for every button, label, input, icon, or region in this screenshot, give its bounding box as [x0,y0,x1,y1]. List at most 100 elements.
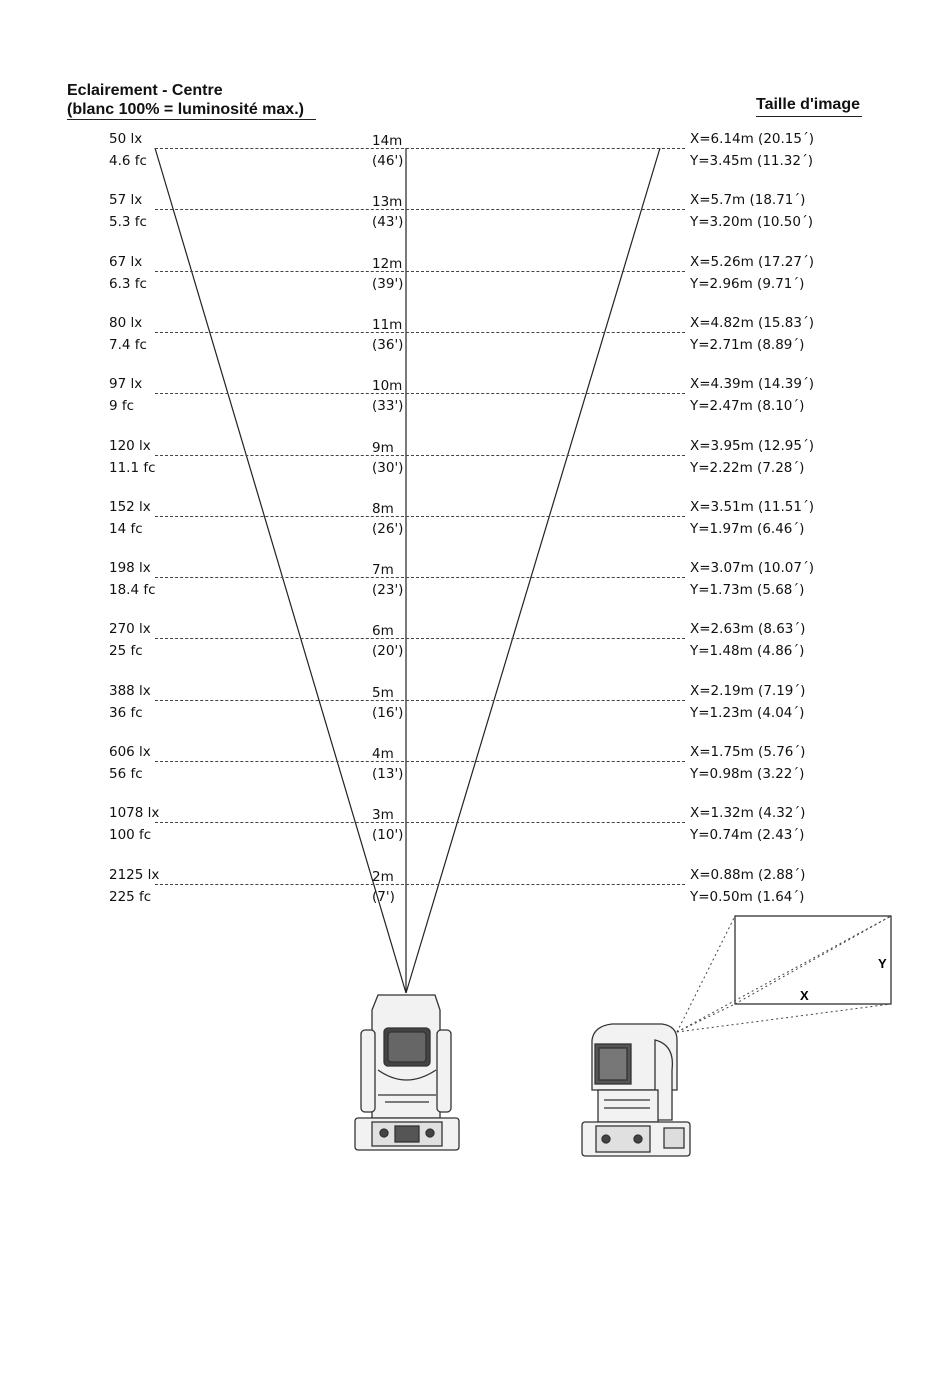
distance-row: 152 lx 14 fc 8m (26') X=3.51m (11.51´) Y=1.97… [0,499,950,561]
footcandle-value: 11.1 fc [109,459,156,476]
image-width-x: X=4.82m (15.83´) [690,314,814,331]
fixture-front-view-icon [354,994,460,1151]
image-height-y: Y=3.20m (10.50´) [690,214,813,231]
lux-value: 80 lx [109,314,143,331]
x-axis-label: X [800,988,809,1003]
distance-row: 67 lx 6.3 fc 12m (39') X=5.26m (17.27´) Y=2.9… [0,254,950,316]
lux-value: 270 lx [109,621,151,638]
image-height-y: Y=2.71m (8.89´) [690,336,805,353]
footcandle-value: 225 fc [109,888,152,905]
image-width-x: X=5.26m (17.27´) [690,253,814,270]
image-height-y: Y=1.97m (6.46´) [690,520,805,537]
distance-guide-line [155,148,685,149]
distance-guide-line [155,209,685,211]
distance-row: 388 lx 36 fc 5m (16') X=2.19m (7.19´) Y=1.23m… [0,683,950,745]
image-width-x: X=5.7m (18.71´) [690,192,806,209]
distance-guide-line [155,515,685,517]
distance-feet: (30') [372,459,404,476]
distance-guide-line [155,699,685,701]
distance-meters: 5m [372,684,394,701]
image-width-x: X=2.19m (7.19´) [690,682,806,699]
lux-value: 152 lx [109,498,151,515]
footcandle-value: 14 fc [109,520,143,537]
distance-meters: 7m [372,562,394,579]
distance-feet: (7') [372,888,395,905]
footcandle-value: 100 fc [109,827,152,844]
image-height-y: Y=0.50m (1.64´) [690,888,805,905]
image-width-x: X=3.51m (11.51´) [690,498,814,515]
distance-feet: (20') [372,643,404,660]
lux-value: 2125 lx [109,866,160,883]
image-width-x: X=1.32m (4.32´) [690,805,806,822]
image-height-y: Y=2.96m (9.71´) [690,275,805,292]
footcandle-value: 7.4 fc [109,336,147,353]
image-height-y: Y=1.48m (4.86´) [690,643,805,660]
distance-guide-line [155,883,685,885]
lux-value: 388 lx [109,682,151,699]
image-width-x: X=4.39m (14.39´) [690,376,814,393]
distance-feet: (33') [372,398,404,415]
image-height-y: Y=1.73m (5.68´) [690,582,805,599]
distance-feet: (39') [372,275,404,292]
distance-meters: 3m [372,807,394,824]
distance-feet: (13') [372,766,404,782]
image-height-y: Y=2.22m (7.28´) [690,459,805,476]
lux-value: 67 lx [109,253,143,270]
lux-value: 97 lx [109,376,143,393]
beam-cone [154,147,661,994]
distance-guide-line [155,577,685,579]
illuminance-title-line2: (blanc 100% = luminosité max.) [67,100,316,120]
footcandle-value: 36 fc [109,704,143,721]
distance-feet: (26') [372,520,404,537]
distance-feet: (10') [372,827,404,844]
image-height-y: Y=1.23m (4.04´) [690,704,805,721]
distance-feet: (36') [372,336,404,353]
beam-edge-left [154,147,407,994]
y-axis-label: Y [878,956,887,971]
distance-meters: 4m [372,746,394,762]
lux-value: 50 lx [109,131,143,147]
distance-guide-line [155,761,685,762]
footcandle-value: 18.4 fc [109,582,156,599]
image-height-y: Y=2.47m (8.10´) [690,398,805,415]
distance-feet: (43') [372,214,404,231]
distance-feet: (16') [372,704,404,721]
footcandle-value: 25 fc [109,643,143,660]
footcandle-value: 5.3 fc [109,214,147,231]
distance-row: 1078 lx 100 fc 3m (10') X=1.32m (4.32´) Y=0.7… [0,805,950,867]
lux-value: 1078 lx [109,805,160,822]
distance-feet: (23') [372,582,404,599]
distance-meters: 14m [372,133,403,149]
lux-value: 198 lx [109,560,151,577]
distance-meters: 12m [372,255,403,272]
distance-guide-line [155,270,685,272]
distance-meters: 8m [372,500,394,517]
distance-meters: 10m [372,378,403,395]
distance-guide-line [155,822,685,824]
lux-value: 57 lx [109,192,143,209]
distance-meters: 11m [372,316,403,333]
image-width-x: X=3.07m (10.07´) [690,560,814,577]
distance-row: 80 lx 7.4 fc 11m (36') X=4.82m (15.83´) Y=2.7… [0,315,950,377]
distance-guide-line [155,393,685,395]
illuminance-title: Eclairement - Centre (blanc 100% = lumin… [67,81,316,120]
projected-image-rectangle: X Y [676,915,892,1033]
distance-meters: 6m [372,623,394,640]
distance-meters: 2m [372,868,394,885]
image-size-title: Taille d'image [756,95,862,117]
distance-row: 198 lx 18.4 fc 7m (23') X=3.07m (10.07´) Y=1.… [0,560,950,622]
fixture-side-view-icon [581,1023,691,1157]
distance-meters: 9m [372,439,394,456]
beam-edge-right [405,147,661,994]
footcandle-value: 6.3 fc [109,275,147,292]
image-height-y: Y=0.74m (2.43´) [690,827,805,844]
illuminance-title-line1: Eclairement - Centre [67,82,223,99]
image-width-x: X=3.95m (12.95´) [690,437,814,454]
